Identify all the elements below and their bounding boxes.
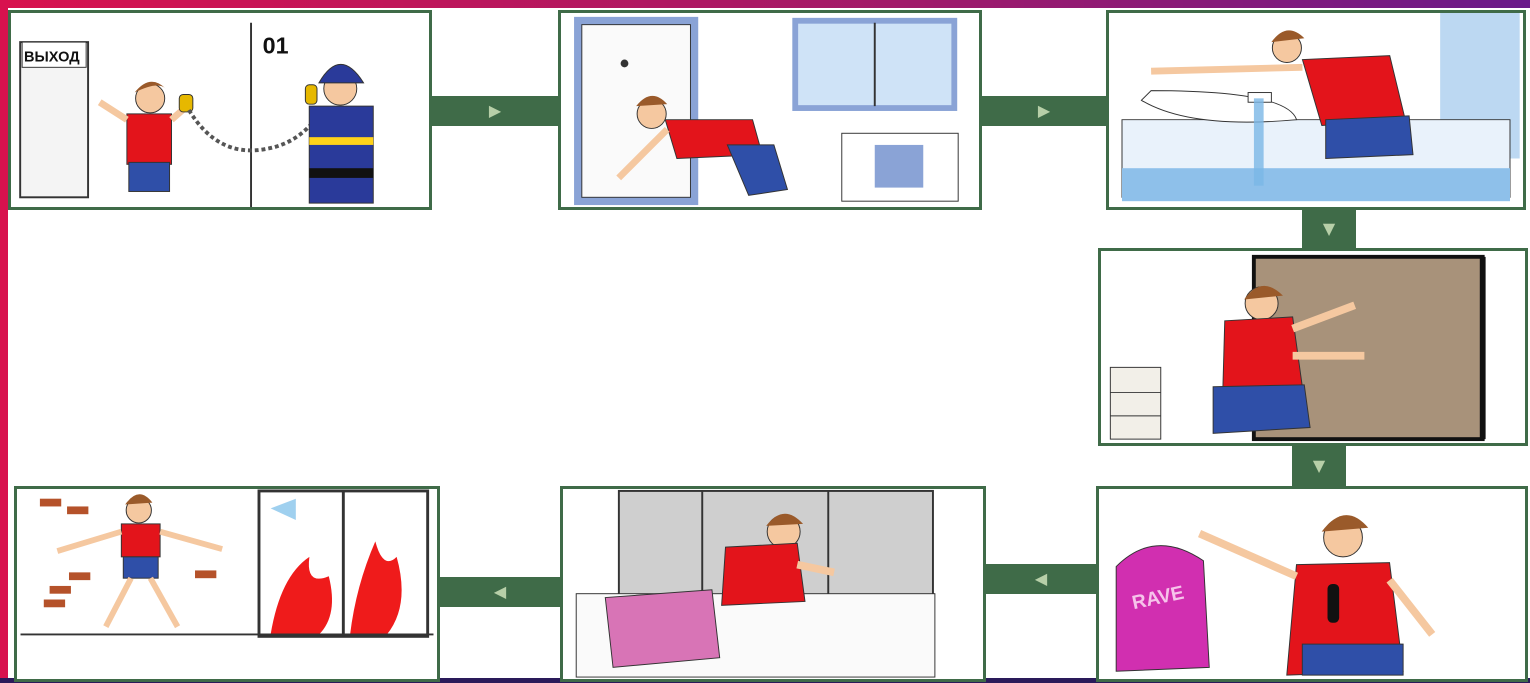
- wet-cloth-breathe-illustration: RAVE: [1099, 489, 1525, 679]
- panel-wait-for-rescue: [14, 486, 440, 682]
- connector-4-5: ▼: [1292, 446, 1346, 486]
- panel-check-door-heat: [1098, 248, 1528, 446]
- emergency-number-text: 01: [263, 33, 289, 59]
- panel-call-fire-service: ВЫХОД 01: [8, 10, 432, 210]
- left-accent-bar: [0, 0, 8, 683]
- top-accent-bar: [0, 0, 1530, 8]
- arrow-left-icon: ◀: [1035, 571, 1047, 587]
- connector-5-6: ◀: [986, 564, 1096, 594]
- check-door-heat-illustration: [1101, 251, 1525, 443]
- panel-fill-bath-water: [1106, 10, 1526, 210]
- wait-for-rescue-illustration: [17, 489, 437, 679]
- connector-3-4: ▼: [1302, 210, 1356, 248]
- panel-wet-cloth-breathe: RAVE: [1096, 486, 1528, 682]
- call-fire-service-illustration: ВЫХОД 01: [11, 13, 429, 207]
- seal-door-gaps-illustration: [561, 13, 979, 207]
- signal-from-window-illustration: [563, 489, 983, 679]
- connector-2-3: ▶: [982, 96, 1106, 126]
- arrow-right-icon: ▶: [489, 103, 501, 119]
- panel-signal-from-window: [560, 486, 986, 682]
- arrow-down-icon: ▼: [1323, 221, 1335, 237]
- arrow-down-icon: ▼: [1313, 458, 1325, 474]
- panel-seal-door-gaps: [558, 10, 982, 210]
- connector-6-7: ◀: [440, 577, 560, 607]
- exit-sign-text: ВЫХОД: [24, 50, 80, 66]
- fill-bath-water-illustration: [1109, 13, 1523, 207]
- arrow-right-icon: ▶: [1038, 103, 1050, 119]
- arrow-left-icon: ◀: [494, 584, 506, 600]
- connector-1-2: ▶: [432, 96, 558, 126]
